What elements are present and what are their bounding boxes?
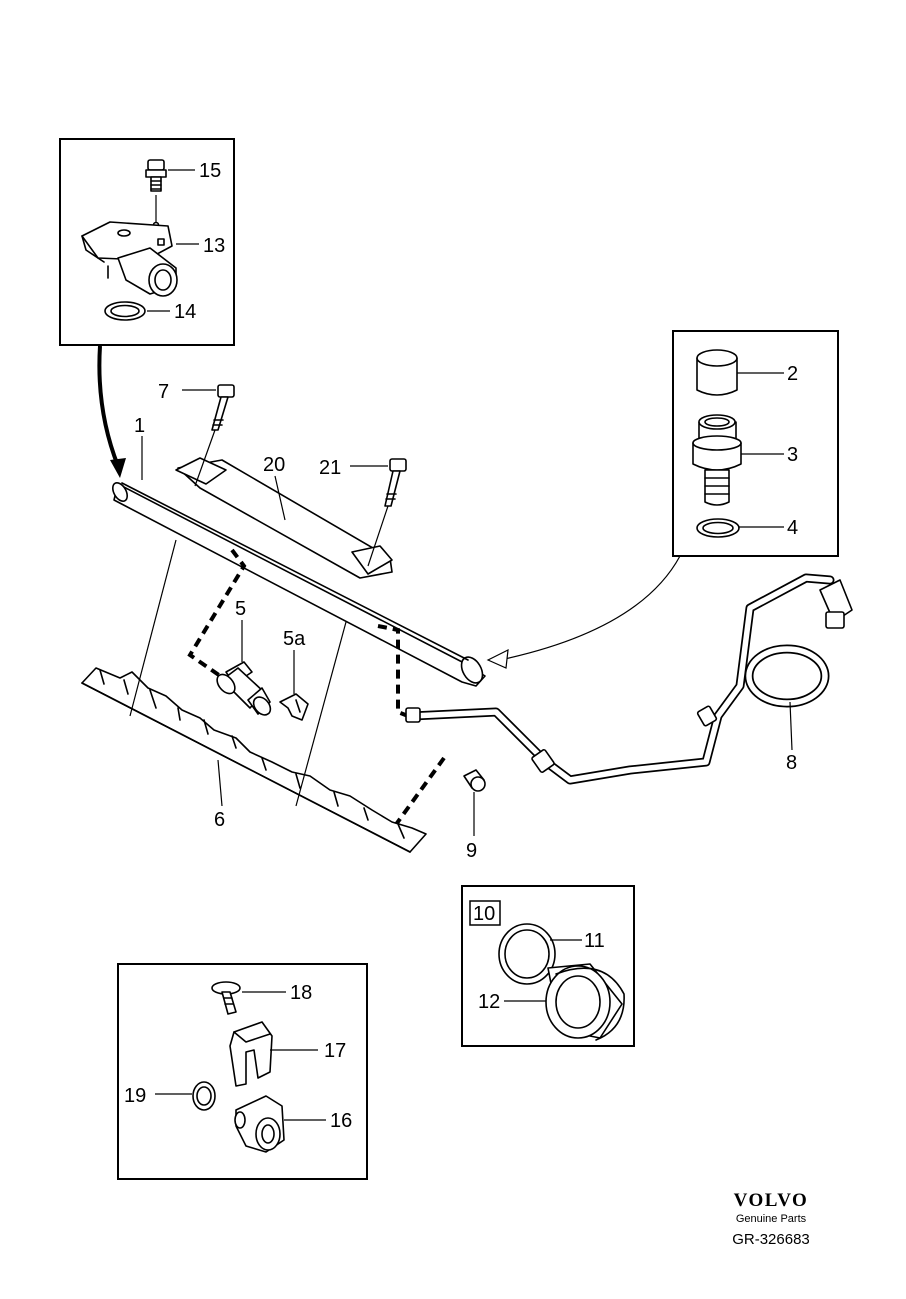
- pressure-sensor-13-drawing: [81, 221, 178, 297]
- brand-subtitle: Genuine Parts: [735, 1213, 807, 1225]
- diagram-code: GR-326683: [732, 1231, 810, 1248]
- label-14: 14: [174, 301, 196, 323]
- pin-18-drawing: [211, 981, 286, 1015]
- inset-arrow: [97, 345, 126, 478]
- label-15: 15: [199, 160, 221, 182]
- label-5: 5: [235, 598, 246, 620]
- seal-11-drawing: [498, 923, 556, 985]
- label-6: 6: [214, 809, 225, 831]
- dash-fuel-line: [377, 624, 409, 718]
- inset-connector: 18 17 19 16: [117, 963, 368, 1180]
- label-20: 20: [263, 454, 285, 476]
- o-ring-14-drawing: [104, 301, 146, 321]
- volvo-logo: VOLVO: [733, 1190, 809, 1211]
- bolt-15-drawing: [145, 159, 167, 229]
- fuel-rail-1-drawing: [111, 457, 486, 687]
- label-11: 11: [584, 930, 605, 952]
- brand-block: VOLVO Genuine Parts GR-326683: [716, 1190, 826, 1248]
- label-18: 18: [290, 982, 312, 1004]
- valve-3-drawing: [692, 414, 742, 506]
- inset-seals: 10 11 12: [461, 885, 635, 1047]
- o-ring-4-drawing: [696, 518, 740, 538]
- label-4: 4: [787, 517, 798, 539]
- label-9: 9: [466, 840, 477, 862]
- label-12: 12: [478, 991, 500, 1013]
- label-2: 2: [787, 363, 798, 385]
- cap-2-drawing: [696, 349, 738, 396]
- bolt-7-drawing: [182, 384, 235, 487]
- label-21: 21: [319, 457, 341, 479]
- label-1: 1: [134, 415, 145, 437]
- label-19: 19: [124, 1085, 146, 1107]
- seal-12-drawing: [545, 963, 625, 1041]
- label-13: 13: [203, 235, 225, 257]
- label-8: 8: [786, 752, 797, 774]
- fuel-line-8-drawing: [405, 573, 853, 785]
- clip-17-drawing: [229, 1021, 318, 1087]
- bolt-21-drawing: [350, 458, 407, 567]
- o-ring-19-drawing: [155, 1081, 216, 1111]
- screw-9-drawing: [463, 769, 486, 836]
- connector-16-drawing: [234, 1095, 326, 1153]
- label-7: 7: [158, 381, 169, 403]
- inset-pressure-sensor: 15 13 14: [59, 138, 235, 346]
- label-10: 10: [473, 903, 495, 925]
- label-5a: 5a: [283, 628, 306, 650]
- label-17: 17: [324, 1040, 346, 1062]
- label-3: 3: [787, 444, 798, 466]
- inset-valve: 2 3 4: [672, 330, 839, 557]
- valve-pointer: [486, 555, 681, 669]
- label-16: 16: [330, 1110, 352, 1132]
- injector-5-drawing: [216, 620, 272, 716]
- clip-5a-drawing: [279, 650, 309, 721]
